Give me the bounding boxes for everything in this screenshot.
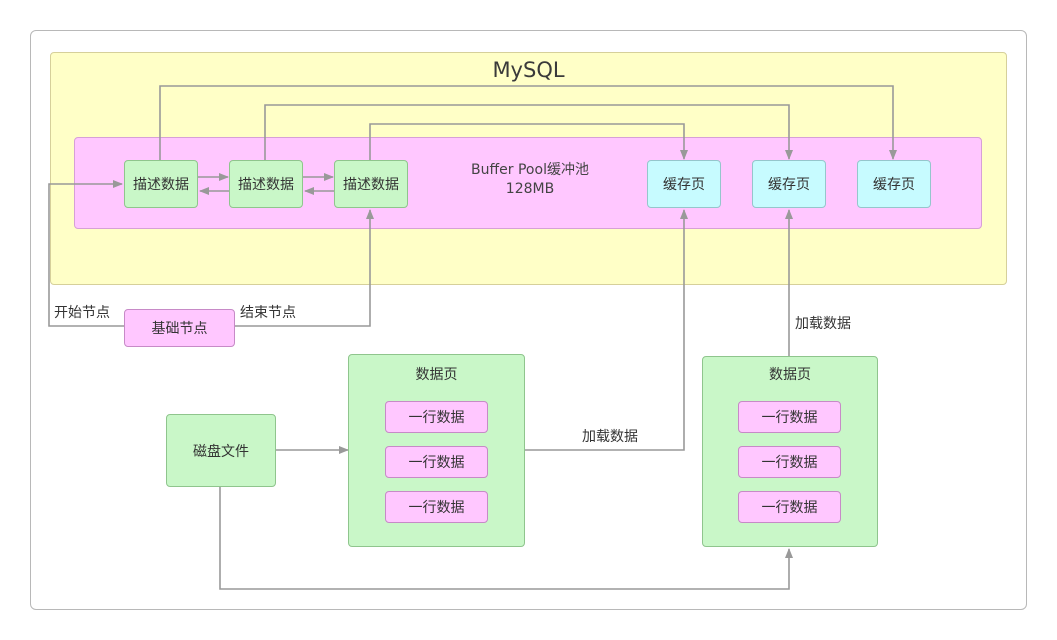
cache-page-3: 缓存页 [857,160,931,208]
base-node: 基础节点 [124,309,235,347]
link-descriptor2-to-cache2 [264,104,793,160]
link-descriptor1-to-cache3 [159,85,897,160]
edge-label-load-right: 加载数据 [795,316,851,332]
end-node-label: 结束节点 [240,305,296,321]
buffer-pool-container [74,137,982,229]
data-page-left-title: 数据页 [415,367,458,383]
disk-file-node: 磁盘文件 [166,414,276,487]
start-node-label: 开始节点 [54,305,110,321]
link-disk-to-datapage2 [219,487,793,590]
data-row-right-3: 一行数据 [738,491,841,523]
buffer-pool-name: Buffer Pool缓冲池 [471,162,589,178]
descriptor-node-2: 描述数据 [229,160,303,208]
data-row-left-2: 一行数据 [385,446,488,478]
descriptor-node-3: 描述数据 [334,160,408,208]
mysql-title: MySQL [492,58,565,82]
data-row-right-1: 一行数据 [738,401,841,433]
buffer-pool-size: 128MB [505,181,555,197]
cache-page-1: 缓存页 [647,160,721,208]
data-page-right-title: 数据页 [769,367,811,383]
data-row-left-1: 一行数据 [385,401,488,433]
descriptor-node-1: 描述数据 [124,160,198,208]
link-base-start [48,180,124,327]
link-datapage-to-cache1 [525,209,688,451]
cache-page-2: 缓存页 [752,160,826,208]
buffer-pool-label: Buffer Pool缓冲池 128MB [440,161,620,199]
data-row-left-3: 一行数据 [385,491,488,523]
link-descriptor3-to-cache1 [369,123,688,160]
data-row-right-2: 一行数据 [738,446,841,478]
link-base-end [235,209,374,327]
edge-label-load-left: 加载数据 [582,429,638,445]
